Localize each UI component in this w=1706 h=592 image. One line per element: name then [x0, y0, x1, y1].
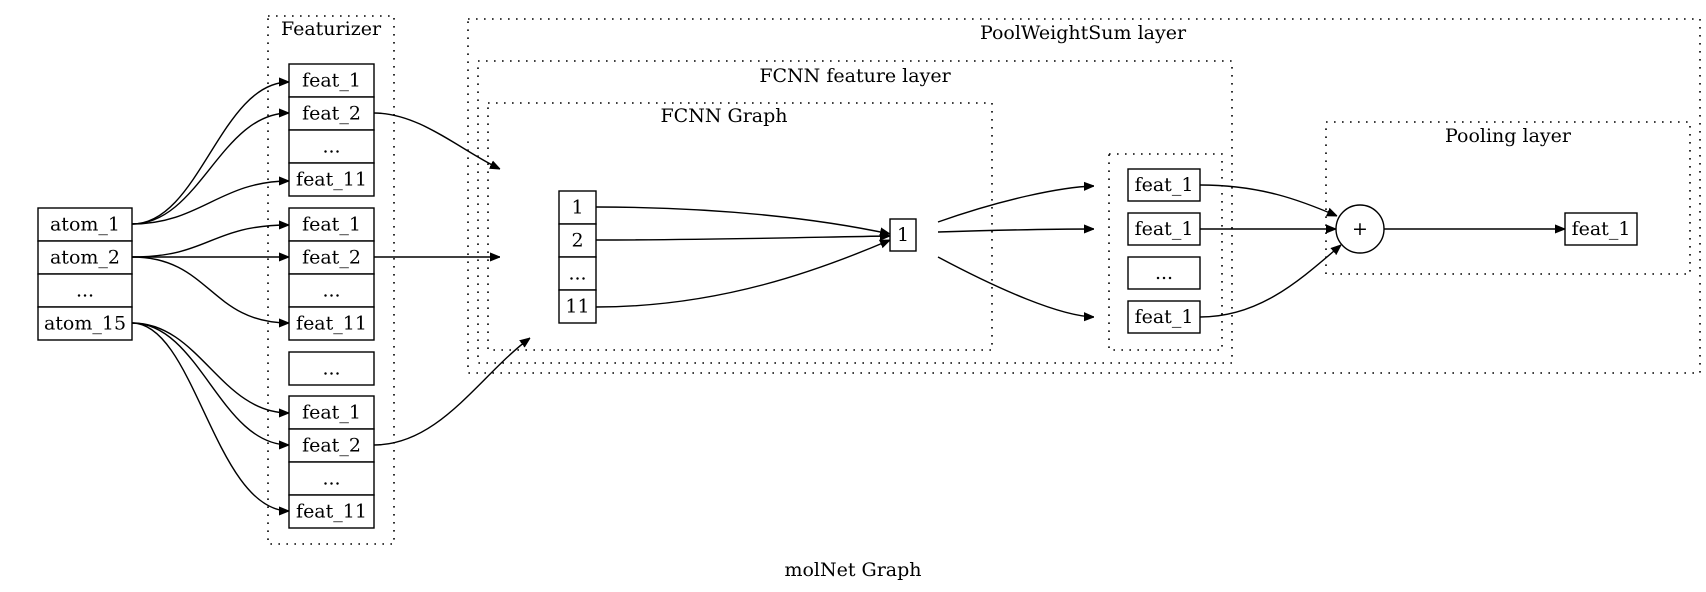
edge-atom-to-feature: [131, 322, 289, 511]
fcnn-input-label: 2: [571, 230, 583, 252]
fcnn-feature-label: feat_1: [1135, 306, 1194, 328]
feature-label: ...: [322, 280, 340, 302]
feature-cell: [288, 395, 375, 430]
fcnn-feature-label: ...: [1155, 262, 1173, 284]
featurizer-label: Featurizer: [281, 18, 382, 40]
feature-label: feat_11: [296, 501, 367, 523]
fcnn-features-cluster: [1108, 153, 1223, 351]
edge-output-to-feature: [937, 186, 1094, 223]
feature-cell: [288, 306, 375, 341]
pool-output-label: feat_1: [1572, 218, 1631, 240]
edge-feature-to-fcnn: [373, 338, 530, 446]
fcnn-feature-node: [1127, 168, 1201, 202]
feature-cell: [288, 207, 375, 242]
pool-output-node: [1564, 212, 1638, 246]
poolweightsum-label: PoolWeightSum layer: [980, 22, 1187, 44]
poolweightsum-cluster: [467, 18, 1701, 374]
fcnn-input-label: 1: [571, 197, 583, 219]
fcnn-feature-label: feat_1: [1135, 218, 1194, 240]
edge-atom-to-feature: [131, 322, 289, 445]
fcnn-feature-label: FCNN feature layer: [759, 65, 951, 87]
feature-cell: [288, 461, 375, 496]
feature-label: feat_1: [302, 70, 361, 92]
graph-title: molNet Graph: [784, 559, 921, 581]
sum-operator-label: +: [1352, 218, 1368, 240]
feature-label: feat_2: [302, 247, 361, 269]
feature-label: ...: [322, 136, 340, 158]
fcnn-input-label: ...: [568, 263, 586, 285]
feature-label: feat_11: [296, 169, 367, 191]
fcnn-feature-node: [1127, 212, 1201, 246]
fcnn-input-record: 1 2 ... 11: [558, 190, 597, 324]
edge-atom-to-feature: [131, 82, 289, 225]
fcnn-input-cell: [558, 223, 597, 258]
fcnn-output-label: 1: [897, 224, 909, 246]
pooling-cluster: [1325, 121, 1691, 275]
feature-cell: [288, 351, 375, 386]
fcnn-graph-label: FCNN Graph: [661, 105, 788, 127]
edge-feature-to-sum: [1199, 245, 1341, 318]
feature-cell: [288, 96, 375, 131]
edge-feature-to-fcnn: [373, 112, 500, 170]
atom-label: ...: [76, 280, 94, 302]
edge-atom-to-feature: [131, 181, 289, 225]
fcnn-feature-node: [1127, 256, 1201, 290]
feature-label: feat_2: [302, 103, 361, 125]
atom-cell: [37, 273, 133, 308]
feature-label: ...: [322, 468, 340, 490]
fcnn-input-cell: [558, 289, 597, 324]
atom-record: atom_1 atom_2 ... atom_15: [37, 207, 133, 341]
edge-input-to-output: [595, 206, 890, 234]
feature-label: feat_11: [296, 313, 367, 335]
feature-cell: [288, 162, 375, 197]
feature-label: feat_2: [302, 435, 361, 457]
feature-group-2: feat_1 feat_2 ... feat_11: [288, 207, 375, 341]
pooling-label: Pooling layer: [1445, 125, 1572, 147]
atom-cell: [37, 207, 133, 242]
edge-output-to-feature: [937, 256, 1094, 317]
fcnn-output-node: [889, 218, 917, 252]
atom-label: atom_1: [50, 214, 120, 236]
feature-group-3: feat_1 feat_2 ... feat_11: [288, 395, 375, 529]
atom-label: atom_2: [50, 247, 120, 269]
edge-input-to-output: [595, 236, 890, 240]
edge-atom-to-feature: [131, 225, 289, 258]
atom-label: atom_15: [44, 313, 126, 335]
fcnn-feature-cluster: [477, 60, 1233, 364]
edge-input-to-output: [595, 239, 890, 308]
edge-feature-to-sum: [1199, 184, 1337, 217]
fcnn-input-cell: [558, 190, 597, 225]
feature-label: ...: [322, 358, 340, 380]
fcnn-feature-label: feat_1: [1135, 174, 1194, 196]
edge-output-to-feature: [937, 229, 1094, 232]
fcnn-input-label: 11: [565, 296, 589, 318]
edge-atom-to-feature: [131, 113, 289, 225]
atom-cell: [37, 306, 133, 341]
edge-atom-to-feature: [131, 256, 289, 323]
fcnn-feature-node: [1127, 300, 1201, 334]
feature-label: feat_1: [302, 402, 361, 424]
feature-cell: [288, 494, 375, 529]
feature-cell: [288, 428, 375, 463]
feature-group-1: feat_1 feat_2 ... feat_11: [288, 63, 375, 197]
edge-atom-to-feature: [131, 322, 289, 413]
feature-cell: [288, 273, 375, 308]
feature-label: feat_1: [302, 214, 361, 236]
feature-group-ellipsis: ...: [288, 351, 375, 386]
feature-cell: [288, 129, 375, 164]
